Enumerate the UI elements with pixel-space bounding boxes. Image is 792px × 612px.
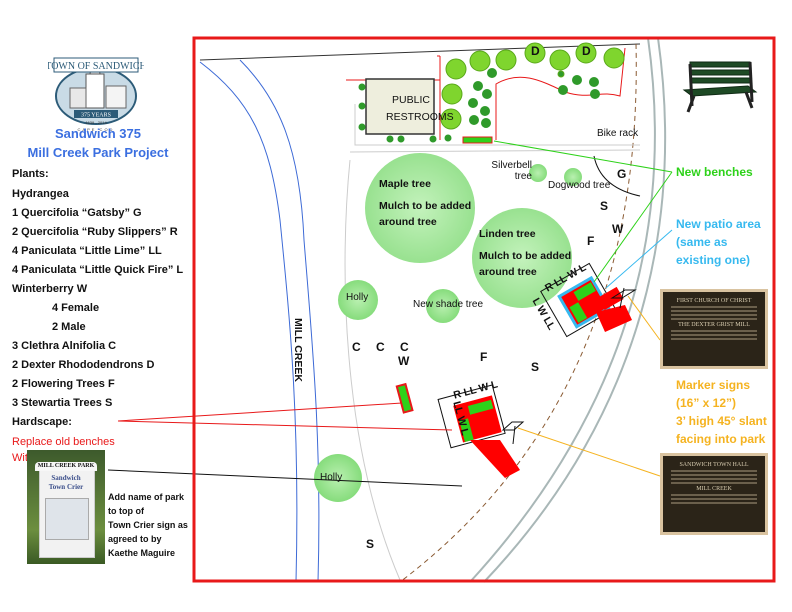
marker-sign-symbol-1 xyxy=(610,287,637,309)
shrub-code: W xyxy=(612,222,624,236)
bike-rack-label: Bike rack xyxy=(597,128,639,139)
holly-tree-top xyxy=(338,280,378,320)
new-shade-tree xyxy=(426,289,460,323)
callout-line-replace xyxy=(117,420,453,431)
svg-text:375 YEARS: 375 YEARS xyxy=(81,113,111,119)
existing-bench xyxy=(462,136,493,144)
silverbell-tree xyxy=(529,164,547,182)
town-crier-sign-photo: MILL CREEK PARK Sandwich Town Crier xyxy=(27,450,105,564)
road-edge-outer2 xyxy=(483,37,667,583)
dashed-path xyxy=(399,43,637,583)
marker-signs-callout: Marker signs(16” x 12”)3’ high 45° slant… xyxy=(676,378,767,446)
shrub-code: G xyxy=(617,167,627,181)
legend-item: 3 Stewartia Trees S xyxy=(12,397,113,409)
legend-item: 4 Female xyxy=(52,302,100,314)
road-edge-outer xyxy=(469,37,656,583)
legend-item: 2 Male xyxy=(52,321,86,333)
creek-bank-left xyxy=(199,61,298,583)
legend-item: 2 Dexter Rhododendrons D xyxy=(12,359,155,371)
bench-image xyxy=(680,56,760,116)
town-logo: TOWN OF SANDWICH 375 YEARS 1639 - 2014 C… xyxy=(45,52,147,132)
bike-rack-arc xyxy=(593,155,641,197)
walkway-edge xyxy=(344,159,401,581)
sign-note-line: agreed to by xyxy=(108,534,162,544)
holly-label: Holly xyxy=(346,292,369,303)
holly-tree-bottom xyxy=(314,454,362,502)
plants-heading: Plants: xyxy=(12,168,49,180)
legend-item: 3 Clethra Alnifolia C xyxy=(12,340,117,352)
svg-text:CAPE COD: CAPE COD xyxy=(78,127,115,132)
linden-tree xyxy=(472,208,572,308)
legend-item: Hydrangea xyxy=(12,188,69,200)
legend-item: 1 Quercifolia “Gatsby” G xyxy=(12,207,142,219)
project-title-line2: Mill Creek Park Project xyxy=(27,145,169,160)
sign-note-line: Add name of park xyxy=(108,492,185,502)
plan-border xyxy=(192,36,776,583)
creek-bank-right xyxy=(239,59,320,583)
shrub-code: S xyxy=(531,360,540,374)
holly-label: Holly xyxy=(320,472,343,483)
dogwood-tree xyxy=(564,168,582,186)
legend-item: Winterberry W xyxy=(12,283,88,295)
callout-line-patio xyxy=(605,229,673,289)
shrub-code: C C C xyxy=(352,340,415,354)
replace-benches-line1: Replace old benches xyxy=(12,436,115,448)
project-title-line1: Sandwich 375 xyxy=(55,126,141,141)
legend-item: 4 Paniculata “Little Lime” LL xyxy=(12,245,162,257)
patio-area-2 xyxy=(437,384,506,449)
property-line xyxy=(199,43,641,61)
restrooms-building xyxy=(365,78,435,135)
maple-tree xyxy=(365,153,475,263)
shrub-code: S xyxy=(600,199,609,213)
callout-line-sign xyxy=(107,469,463,487)
shrub-code: S xyxy=(366,537,375,551)
shrub-code: D xyxy=(582,44,591,58)
patio-walkway-1 xyxy=(596,305,632,332)
sign-note-line: Kaethe Maguire xyxy=(108,548,176,558)
mill-creek-label: MILL CREEK xyxy=(292,318,304,382)
maple-label: Maple tree xyxy=(379,178,431,190)
logo-top-text: TOWN OF SANDWICH xyxy=(48,61,144,72)
linden-label: Linden tree xyxy=(479,228,536,240)
sign-note: Add name of park to top of Town Crier si… xyxy=(108,490,188,560)
shrub-code: F xyxy=(587,234,595,248)
sign-note-line: to top of xyxy=(108,506,144,516)
sign-note-line: Town Crier sign as xyxy=(108,520,188,530)
new-shade-tree-label: New shade tree xyxy=(413,299,484,310)
old-bench xyxy=(395,382,414,414)
callout-line-benches xyxy=(493,140,673,173)
sign-photo-header: MILL CREEK PARK xyxy=(35,462,97,471)
dogwood-label: Dogwood tree xyxy=(548,180,611,191)
legend-item: 2 Flowering Trees F xyxy=(12,378,115,390)
legend-item: 2 Quercifolia “Ruby Slippers” R xyxy=(12,226,178,238)
shrub-code: W xyxy=(398,354,410,368)
shrub-code: F xyxy=(480,350,488,364)
svg-text:1639 - 2014: 1639 - 2014 xyxy=(85,120,107,125)
callout-line-marker xyxy=(517,427,661,477)
marker-plaque-2: SANDWICH TOWN HALL MILL CREEK xyxy=(660,453,768,535)
legend-item: 4 Paniculata “Little Quick Fire” L xyxy=(12,264,184,276)
callout-line-marker xyxy=(627,295,661,341)
patio-walkway-2 xyxy=(470,440,520,478)
shrub-code: D xyxy=(531,44,540,58)
marker-sign-symbol-2 xyxy=(501,421,525,445)
legend-item: Hardscape: xyxy=(12,416,72,428)
new-benches-callout: New benches xyxy=(676,165,753,179)
callout-line-replace xyxy=(117,402,403,422)
callout-line-benches xyxy=(593,171,673,283)
marker-plaque-1: FIRST CHURCH OF CHRIST THE DEXTER GRIST … xyxy=(660,289,768,369)
